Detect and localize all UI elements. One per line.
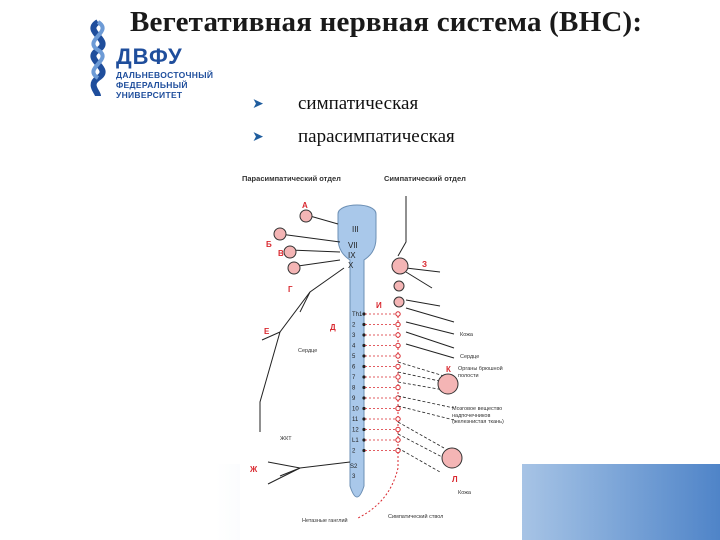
- letter-label: Е: [264, 327, 270, 336]
- logo-line-2: ФЕДЕРАЛЬНЫЙ: [116, 80, 188, 90]
- sympathetic-header: Симпатический отдел: [384, 174, 466, 183]
- letter-label: Ж: [249, 465, 258, 474]
- trunk-ganglion: [396, 438, 400, 442]
- trunk-ganglion: [396, 343, 400, 347]
- logo-main-text: ДВФУ: [116, 44, 183, 70]
- zhkt-label: ЖКТ: [280, 436, 292, 442]
- trunk-ganglion: [396, 322, 400, 326]
- segment-label: 10: [352, 407, 359, 413]
- trunk-ganglion: [396, 406, 400, 410]
- adrenal-label: Мозговое вещество надпочечников (железни…: [452, 406, 520, 426]
- kozha-label: Кожа: [460, 332, 474, 338]
- letter-label: Б: [266, 240, 272, 249]
- parasympathetic-header: Парасимпатический отдел: [242, 174, 341, 183]
- cranial-nerve-label: III: [352, 225, 359, 234]
- ganglion-k: [438, 374, 458, 394]
- trunk-ganglion: [396, 364, 400, 368]
- segment-label: 12: [352, 428, 359, 434]
- adrenal-label-box: Мозговое вещество надпочечников (железни…: [452, 406, 520, 440]
- koja-label: Кожа: [458, 490, 472, 496]
- segment-label: L1: [352, 438, 359, 444]
- ganglion-i: [394, 297, 404, 307]
- trunk-ganglion: [396, 312, 400, 316]
- letter-label: Д: [330, 323, 336, 332]
- arrow-bullet-icon: ➤: [252, 96, 264, 112]
- ganglion-v: [284, 246, 296, 258]
- pelvic-label-box: Нетазные ганглий: [302, 518, 352, 538]
- arrow-bullet-icon: ➤: [252, 129, 264, 145]
- sympathetic-paths: [398, 196, 454, 358]
- trunk-ganglion: [396, 333, 400, 337]
- trunk-ganglion: [396, 417, 400, 421]
- cranial-nerve-label: VII: [348, 241, 358, 250]
- trunk-ganglion: [396, 385, 400, 389]
- ganglion-trunk-upper: [394, 281, 404, 291]
- helix-logo-icon: [78, 18, 118, 98]
- cranial-nerve-label: X: [348, 261, 354, 270]
- organs-label: Органы брюшной полости: [458, 366, 520, 379]
- logo-line-1: ДАЛЬНЕВОСТОЧНЫЙ: [116, 70, 213, 80]
- ganglion-g: [288, 262, 300, 274]
- ganglion-l: [442, 448, 462, 468]
- letter-label: З: [422, 260, 427, 269]
- logo-line-3: УНИВЕРСИТЕТ: [116, 90, 182, 100]
- ganglion-z: [392, 258, 408, 274]
- ganglion-b: [274, 228, 286, 240]
- letter-label: Г: [288, 285, 293, 294]
- trunk-ganglion: [396, 427, 400, 431]
- cranial-nerve-label: IX: [348, 251, 356, 260]
- segment-label: Th1: [352, 312, 363, 318]
- letter-label: К: [446, 365, 451, 374]
- trunk-ganglion: [396, 375, 400, 379]
- organs-label-box: Органы брюшной полости: [458, 366, 520, 390]
- trunk-ganglion: [396, 354, 400, 358]
- letter-label: И: [376, 301, 382, 310]
- ganglion-a: [300, 210, 312, 222]
- heart-left-label: Сердце: [298, 348, 317, 354]
- sympathetic-trunk-label: Симпатический ствол: [388, 513, 443, 520]
- letter-label: Л: [452, 475, 458, 484]
- segment-label: 11: [352, 417, 359, 423]
- letter-label: В: [278, 249, 284, 258]
- letter-label: А: [302, 201, 308, 210]
- heart-right-label: Сердце: [460, 354, 479, 360]
- sacral-label: S2: [350, 464, 358, 470]
- pelvic-label: Нетазные ганглий: [302, 518, 352, 525]
- ans-diagram-svg: Парасимпатический отдел Симпатический от…: [240, 172, 522, 540]
- ans-diagram: Парасимпатический отдел Симпатический от…: [240, 172, 522, 540]
